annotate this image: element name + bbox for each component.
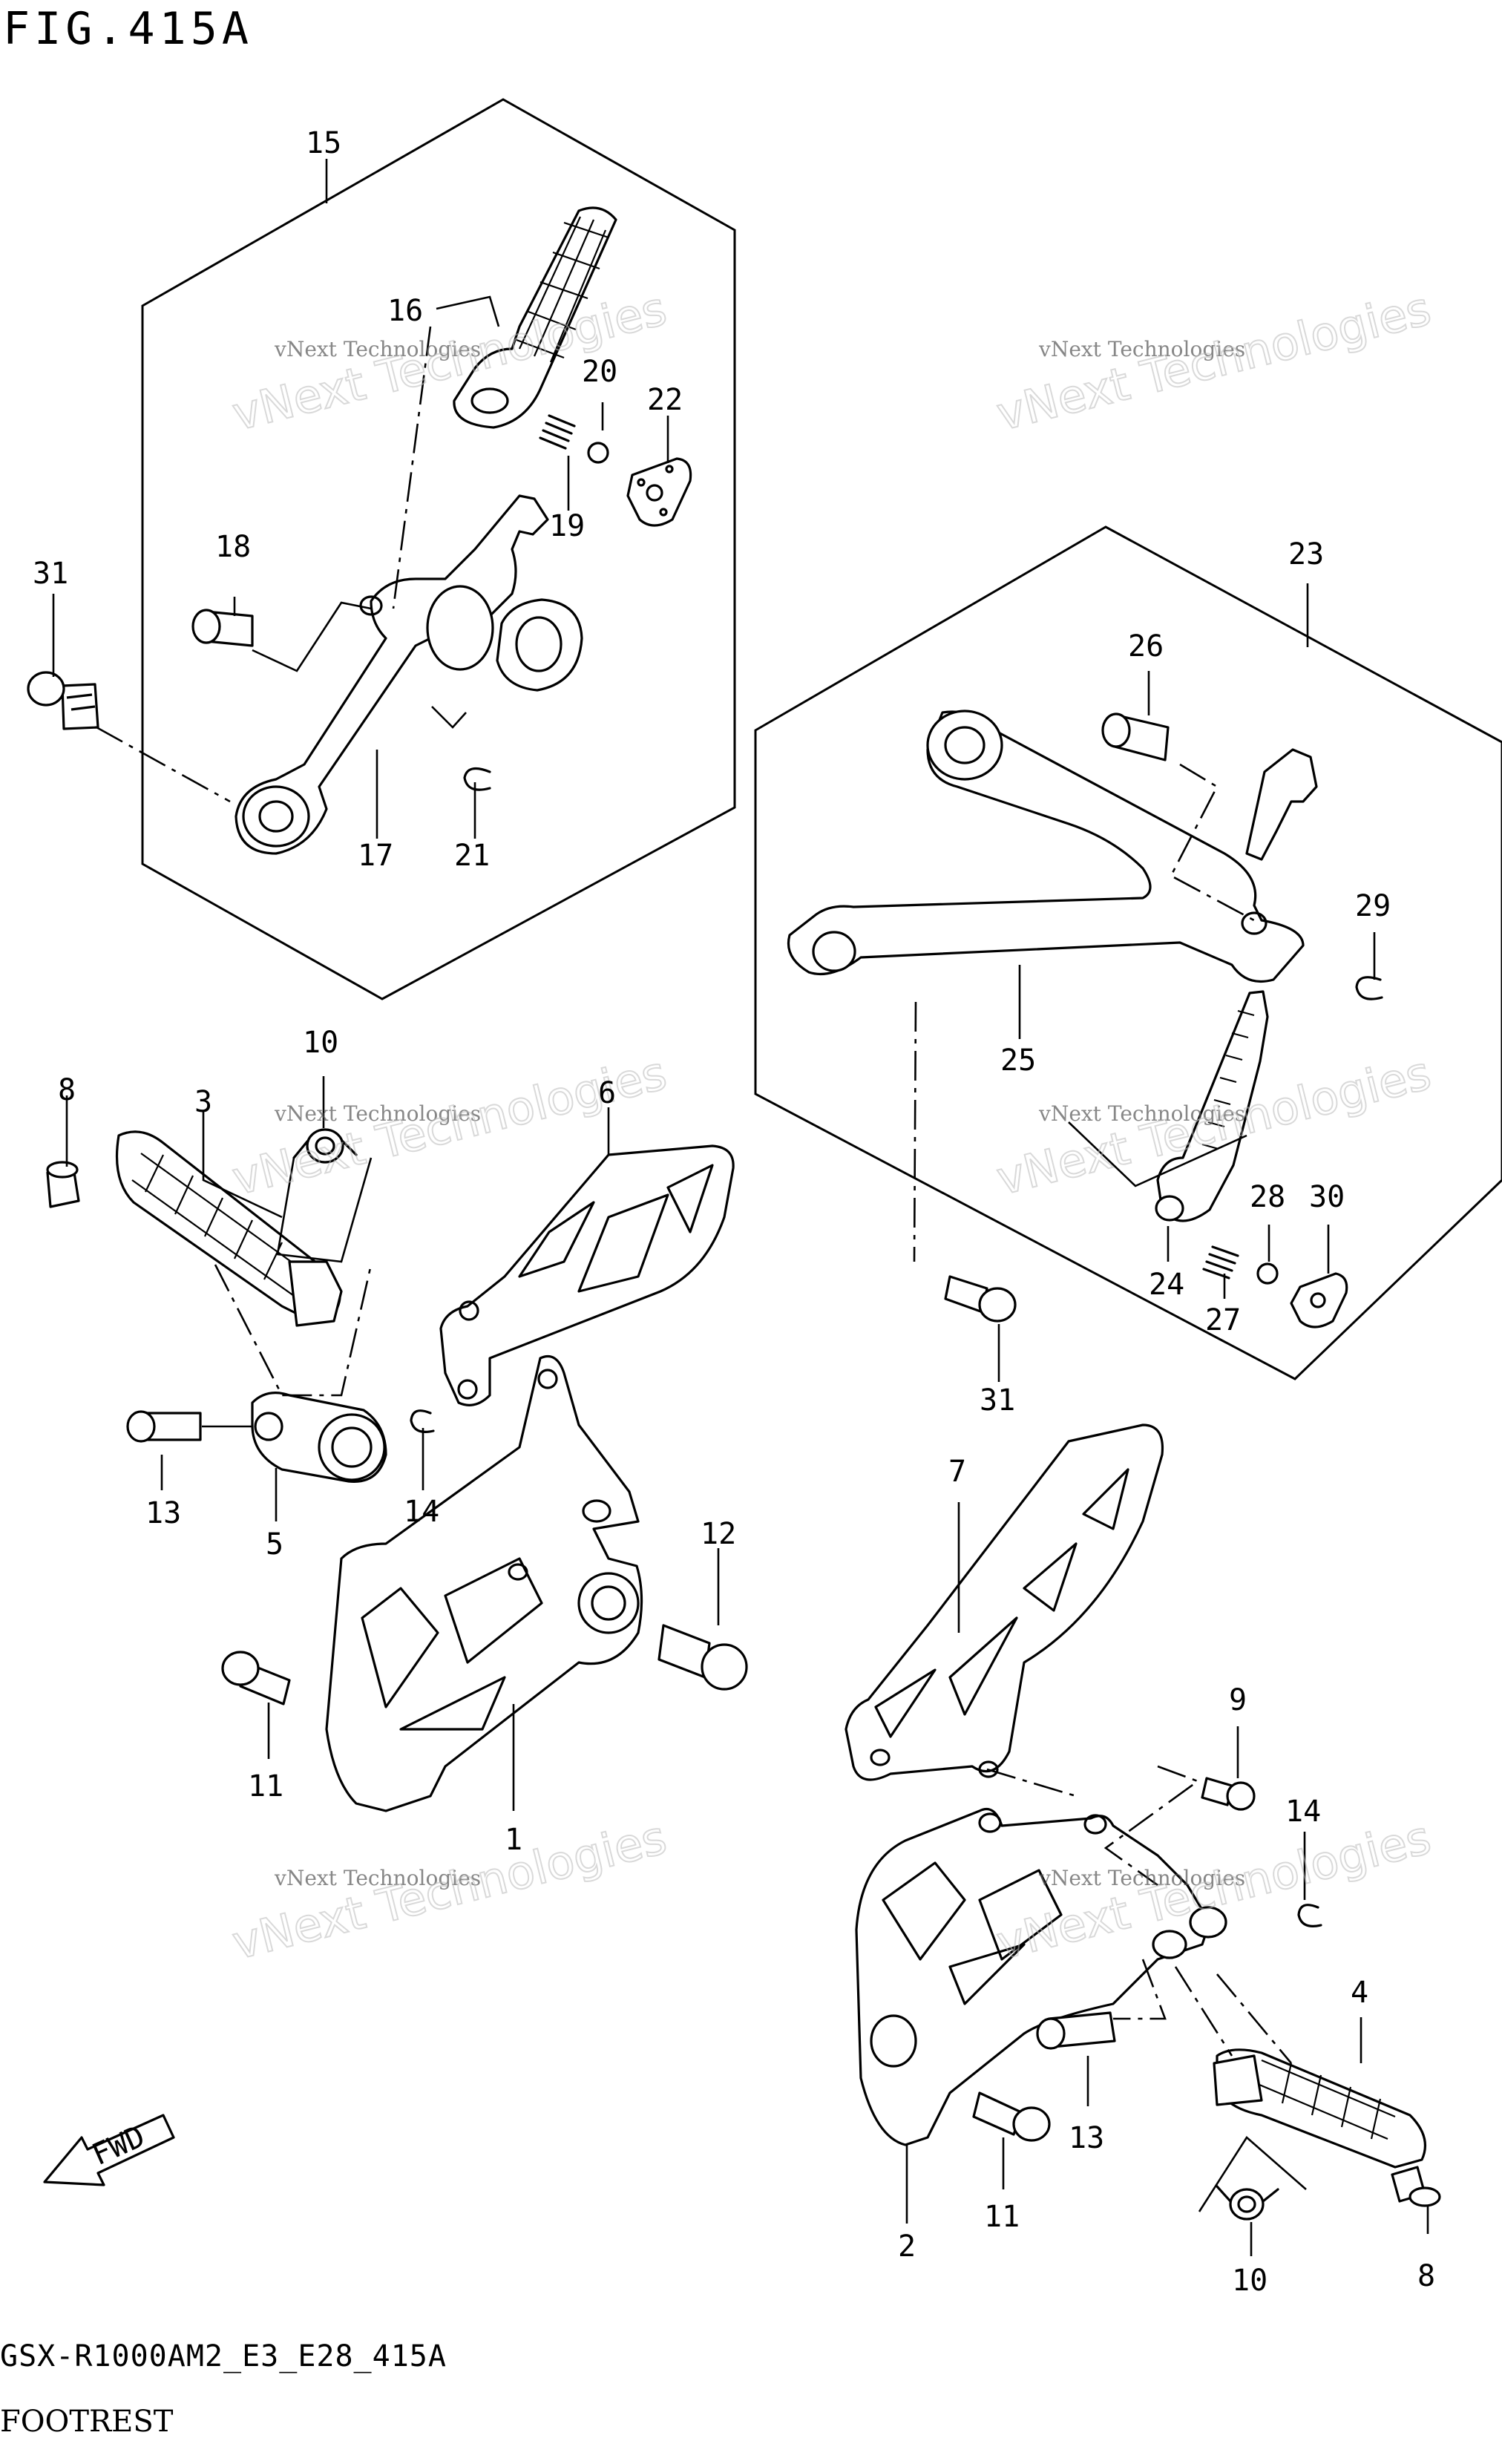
part-13-pin-lower (1036, 2011, 1116, 2050)
callout-7: 7 (948, 1455, 966, 1489)
callout-11-left: 11 (248, 1769, 283, 1803)
callout-8-lower: 8 (1417, 2259, 1435, 2293)
part-4-footpeg (1213, 2048, 1427, 2169)
part-31-bolt-lower (944, 1275, 1017, 1323)
callout-20: 20 (582, 355, 617, 389)
watermark-small-5: vNext Technologies (274, 1866, 481, 1890)
callout-17: 17 (358, 839, 393, 873)
watermark-small-1: vNext Technologies (274, 337, 481, 361)
part-25-pillion-bracket (787, 710, 1318, 983)
part-26-pin (1101, 712, 1170, 761)
part-14-clip-lower (1297, 1904, 1322, 1927)
part-18-pin (191, 609, 254, 647)
part-17-bracket (235, 494, 583, 855)
part-1-footrest-bracket (325, 1354, 643, 1812)
part-2-footrest-bracket (855, 1807, 1227, 2146)
watermark-small-6: vNext Technologies (1038, 1866, 1245, 1890)
part-21-clip (463, 767, 491, 791)
part-22-plate (626, 457, 692, 527)
callout-27: 27 (1205, 1303, 1241, 1337)
part-29-clip (1355, 976, 1383, 1000)
callout-22: 22 (647, 383, 683, 417)
callout-10-upper: 10 (303, 1026, 338, 1060)
callout-28: 28 (1250, 1180, 1285, 1214)
callout-labels: 15 16 20 22 19 18 31 17 21 23 26 29 25 2… (33, 126, 1435, 2298)
part-13-pin-upper (126, 1410, 202, 1443)
part-10-spring-lower (1216, 2185, 1279, 2221)
callout-6: 6 (598, 1076, 616, 1110)
fwd-arrow: FWD (43, 2114, 175, 2186)
callout-30: 30 (1309, 1180, 1345, 1214)
callout-13-upper: 13 (145, 1496, 181, 1530)
callout-12: 12 (701, 1517, 736, 1551)
callout-31-upper: 31 (33, 557, 68, 591)
figure-title: FIG.415A (3, 3, 253, 55)
part-16-footpeg (453, 206, 617, 429)
callout-10-lower: 10 (1232, 2264, 1267, 2298)
part-7-heel-guard (845, 1423, 1164, 1781)
leader-lines (52, 159, 1429, 2256)
part-5-holder (251, 1392, 387, 1483)
part-11-bolt-left (221, 1651, 291, 1706)
callout-18: 18 (215, 530, 251, 564)
watermark-small-2: vNext Technologies (1038, 337, 1245, 361)
diagram-name: FOOTREST (0, 2405, 174, 2439)
part-9-bolt (1201, 1777, 1256, 1811)
callout-8-upper: 8 (58, 1073, 76, 1107)
watermark-small-4: vNext Technologies (1038, 1101, 1245, 1126)
part-19-spring (539, 414, 576, 450)
callout-21: 21 (454, 839, 490, 873)
part-8-cap-lower (1391, 2166, 1441, 2207)
part-28-ball (1256, 1262, 1279, 1285)
part-30-plate (1290, 1272, 1348, 1328)
callout-16: 16 (387, 294, 423, 328)
callout-3: 3 (194, 1085, 212, 1119)
callout-29: 29 (1355, 889, 1391, 923)
callout-25: 25 (1000, 1043, 1036, 1078)
assembly-box-15 (141, 98, 736, 1000)
callout-11-right: 11 (984, 2200, 1020, 2234)
assembly-box-23 (754, 525, 1502, 1380)
part-3-footpeg (116, 1130, 343, 1327)
part-27-spring (1202, 1245, 1239, 1279)
callout-2: 2 (898, 2229, 916, 2264)
part-20-ball (587, 442, 609, 464)
part-12-bolt (657, 1624, 748, 1691)
callout-31-lower: 31 (980, 1383, 1015, 1418)
callout-14-upper: 14 (404, 1495, 439, 1529)
part-11-bolt-right (972, 2091, 1051, 2142)
callout-9: 9 (1229, 1683, 1247, 1717)
callout-1: 1 (505, 1823, 522, 1857)
part-10-spring-upper (292, 1128, 358, 1164)
callout-5: 5 (266, 1527, 283, 1562)
watermark-small-3: vNext Technologies (274, 1101, 481, 1126)
callout-14-lower: 14 (1285, 1795, 1321, 1829)
callout-4: 4 (1351, 1976, 1368, 2010)
diagram-code: GSX-R1000AM2_E3_E28_415A (0, 2339, 447, 2373)
part-31-bolt-upper (27, 671, 99, 730)
callout-24: 24 (1149, 1268, 1184, 1302)
part-6-heel-guard (439, 1144, 735, 1406)
part-8-cap-upper (46, 1161, 80, 1208)
callout-19: 19 (549, 509, 585, 543)
callout-23: 23 (1288, 537, 1324, 571)
callout-15: 15 (306, 126, 341, 160)
callout-13-lower: 13 (1069, 2121, 1104, 2155)
callout-26: 26 (1128, 629, 1164, 663)
